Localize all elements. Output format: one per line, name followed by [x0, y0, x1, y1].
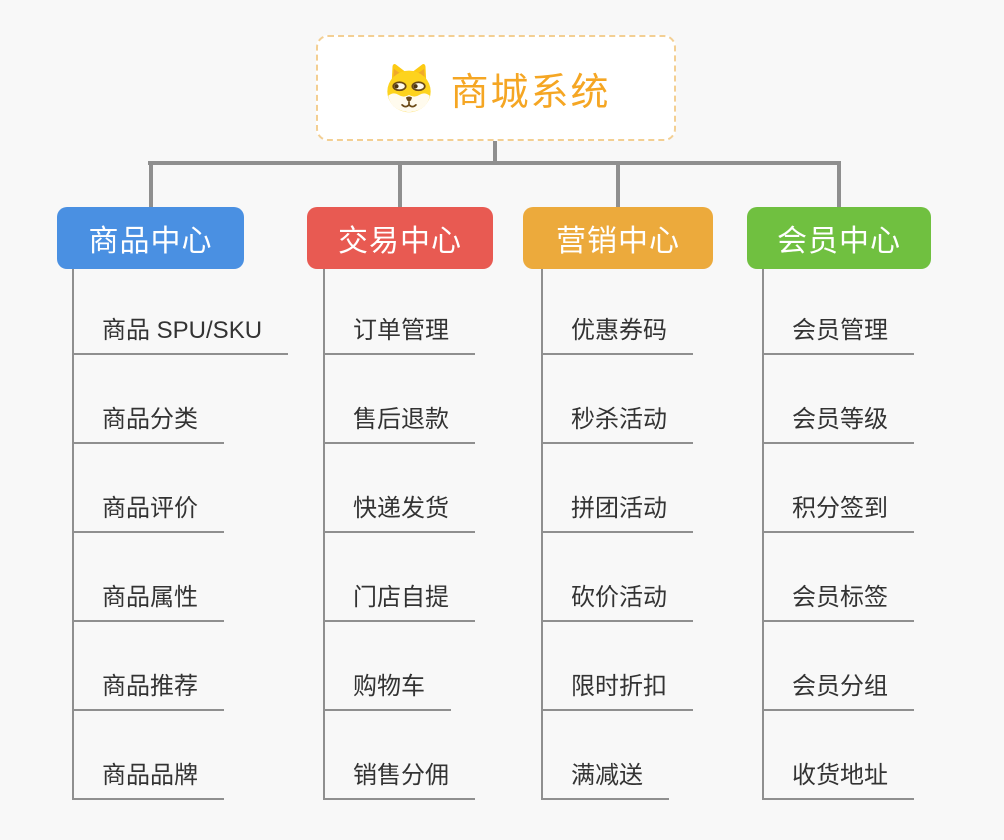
connector-branch-drop	[837, 163, 841, 207]
child-topic[interactable]: 会员等级	[762, 398, 914, 444]
child-topic[interactable]: 收货地址	[762, 754, 914, 800]
connector-branch-trunk	[323, 269, 325, 800]
shiba-dog-icon	[381, 62, 437, 114]
child-topic[interactable]: 积分签到	[762, 487, 914, 533]
child-topic[interactable]: 商品 SPU/SKU	[72, 309, 289, 355]
child-topic[interactable]: 会员标签	[762, 576, 914, 622]
connector-horizontal	[148, 161, 841, 165]
connector-branch-drop	[398, 163, 402, 207]
connector-branch-trunk	[541, 269, 543, 800]
child-topic[interactable]: 销售分佣	[323, 754, 475, 800]
child-topic[interactable]: 售后退款	[323, 398, 475, 444]
child-topic[interactable]: 拼团活动	[541, 487, 693, 533]
child-topic[interactable]: 商品属性	[72, 576, 224, 622]
connector-root-stub	[493, 141, 497, 165]
child-topic[interactable]: 商品推荐	[72, 665, 224, 711]
child-topic[interactable]: 秒杀活动	[541, 398, 693, 444]
child-topic[interactable]: 订单管理	[323, 309, 475, 355]
branch-node[interactable]: 交易中心	[307, 207, 493, 269]
branch-label: 交易中心	[338, 225, 462, 258]
child-topic[interactable]: 门店自提	[323, 576, 475, 622]
child-topic[interactable]: 满减送	[541, 754, 669, 800]
child-topic[interactable]: 快递发货	[323, 487, 475, 533]
child-topic[interactable]: 优惠券码	[541, 309, 693, 355]
child-topic[interactable]: 商品分类	[72, 398, 224, 444]
child-topic[interactable]: 会员分组	[762, 665, 914, 711]
child-topic[interactable]: 砍价活动	[541, 576, 693, 622]
root-title: 商城系统	[450, 71, 611, 114]
connector-branch-drop	[148, 163, 153, 207]
connector-branch-trunk	[762, 269, 764, 800]
root-node[interactable]: 商城系统	[316, 35, 676, 141]
child-topic[interactable]: 购物车	[323, 665, 451, 711]
child-topic[interactable]: 限时折扣	[541, 665, 693, 711]
child-topic[interactable]: 会员管理	[762, 309, 914, 355]
child-topic[interactable]: 商品品牌	[72, 754, 224, 800]
connector-branch-drop	[616, 163, 620, 207]
branch-label: 商品中心	[88, 225, 213, 258]
branch-node[interactable]: 营销中心	[523, 207, 713, 269]
child-topic[interactable]: 商品评价	[72, 487, 224, 533]
branch-node[interactable]: 商品中心	[57, 207, 244, 269]
branch-node[interactable]: 会员中心	[747, 207, 931, 269]
branch-label: 会员中心	[777, 225, 901, 258]
branch-label: 营销中心	[556, 225, 680, 258]
connector-branch-trunk	[72, 269, 74, 800]
